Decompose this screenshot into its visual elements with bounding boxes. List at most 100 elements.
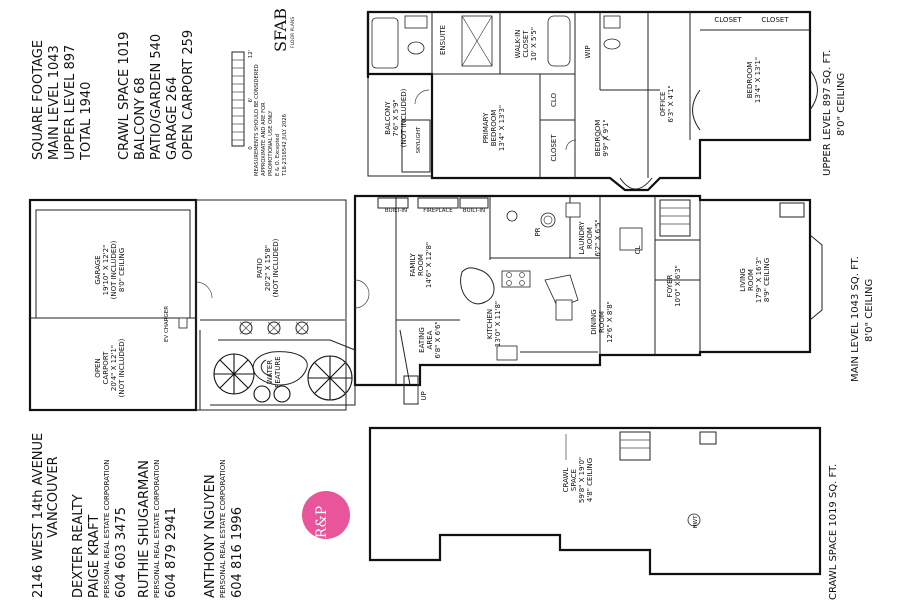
crawl-space-label: CRAWL (562, 468, 570, 493)
main-level-title: MAIN LEVEL 1043 SQ. FT. (850, 256, 861, 382)
primary-bedroom-dim: 13'4" X 13'3" (498, 105, 506, 151)
scale-label-12: 12' (248, 50, 254, 59)
scale-label-0: 0 (248, 146, 254, 150)
family-room-label2: ROOM (417, 254, 425, 276)
scale-label-6: 6' (248, 97, 254, 102)
sqft-main-level: MAIN LEVEL 1043 (47, 45, 62, 160)
balcony-dim: 7'6" X 5'9" (392, 99, 400, 136)
bedroom-mid-label: BEDROOM (594, 120, 602, 157)
garage-dim: 19'10" X 12'2" (102, 245, 110, 296)
closet-a-label: CLOSET (550, 134, 558, 162)
closet-top-label: CLOSET (714, 16, 742, 24)
carport-note: (NOT INCLUDED) (118, 338, 126, 397)
laundry-dim: 6'2" X 6'5" (594, 219, 602, 256)
balcony-label: BALCONY (384, 101, 392, 135)
garage-ceiling: 8'0" CEILING (118, 248, 126, 292)
walkin-dim: 10' X 5'5" (530, 27, 538, 61)
sqft-balcony: BALCONY 68 (133, 77, 148, 160)
foyer-dim: 10'0" X 6'3" (674, 265, 682, 307)
kitchen-label: KITCHEN (486, 309, 494, 339)
water-feature-label2: FEATURE (274, 356, 282, 387)
garage-label: GARAGE (94, 255, 102, 284)
patio-note: (NOT INCLUDED) (272, 238, 280, 297)
built-in-label-2: BUILT-IN (463, 208, 485, 214)
carport-label: OPEN (94, 358, 102, 377)
eating-area-label: EATING (418, 327, 426, 353)
agent-3-name: ANTHONY NGUYEN (203, 474, 218, 598)
rp-logo-icon (302, 491, 350, 539)
crawl-space-plan (368, 426, 822, 576)
brokerage-name: DEXTER REALTY (71, 494, 86, 598)
sqft-crawl: CRAWL SPACE 1019 (117, 32, 132, 160)
carport-label2: CARPORT (102, 351, 110, 385)
family-room-dim: 14'6" X 12'8" (425, 242, 433, 288)
office-label: OFFICE (659, 92, 667, 117)
main-level-plan (353, 194, 823, 405)
sqft-heading: SQUARE FOOTAGE (31, 40, 46, 160)
closet-top2-label: CLOSET (761, 16, 789, 24)
walkin-label2: CLOSET (522, 30, 530, 58)
kitchen-dim: 13'0" X 11'8" (494, 301, 502, 347)
upper-level-plan (366, 10, 818, 192)
office-dim: 6'3" X 4'1" (667, 85, 675, 122)
garage-note: (NOT INCLUDED) (110, 240, 118, 299)
stairs-up-label: UP (420, 391, 428, 400)
living-room-label: LIVING (739, 268, 747, 291)
agent-1-phone: 604 603 3475 (114, 507, 129, 598)
address-line2: VANCOUVER (46, 456, 61, 538)
agent-1-title: PERSONAL REAL ESTATE CORPORATION (103, 460, 111, 598)
fireplace-label: FIREPLACE (423, 208, 453, 214)
disclaimer-line1: MEASUREMENTS SHOULD BE CONSIDERED (254, 64, 260, 176)
disclaimer-line2: APPROXIMATE AND ARE FOR (261, 102, 267, 176)
upper-level-title: UPPER LEVEL 897 SQ. FT. (822, 50, 833, 176)
wip-label: WIP (584, 45, 592, 58)
water-feature-label: WATER (266, 360, 274, 384)
hwt-label: HWT (693, 515, 699, 529)
built-in-label: BUILT-IN (385, 208, 407, 214)
sqft-patio-garden: PATIO/GARDEN 540 (149, 34, 164, 160)
agent-2-title: PERSONAL REAL ESTATE CORPORATION (153, 460, 161, 598)
rp-logo-text: R&P (314, 506, 330, 538)
laundry-label: LAUNDRY (578, 221, 586, 255)
living-room-dim: 17'9" X 16'3" (755, 257, 763, 303)
scale-bar (231, 51, 245, 147)
ev-charger-label: EV CHARGER (164, 306, 170, 342)
agent-3-phone: 604 816 1996 (230, 507, 245, 598)
carport-dim: 20'4" X 12'1" (110, 345, 118, 391)
family-room-label: FAMILY (409, 253, 417, 277)
clo-label: CLO (550, 92, 558, 107)
disclaimer-line4: E & O. Excepted (275, 134, 281, 176)
main-level-ceiling: 8'0" CEILING (864, 279, 875, 342)
agent-2-name: RUTHIE SHUGARMAN (137, 460, 152, 598)
crawl-space-label2: SPACE (570, 469, 578, 491)
sfab-logo-sub: FLOOR PLANS (290, 17, 296, 48)
disclaimer-line3: PROMOTIONAL USE ONLY (268, 110, 274, 176)
eating-area-dim: 6'8" X 6'6" (434, 321, 442, 358)
sqft-open-carport: OPEN CARPORT 259 (181, 30, 196, 160)
text-layer: SQUARE FOOTAGE MAIN LEVEL 1043 UPPER LEV… (31, 8, 875, 600)
agent-2-phone: 604 879 2941 (164, 507, 179, 598)
address-line1: 2146 WEST 14th AVENUE (31, 433, 46, 598)
living-room-ceiling: 8'9" CEILING (763, 258, 771, 302)
powder-room-label: PR (534, 227, 542, 236)
primary-bedroom-label2: BEDROOM (490, 110, 498, 147)
bedroom-right-dim: 13'4" X 13'1" (754, 57, 762, 103)
sqft-upper-level: UPPER LEVEL 897 (63, 45, 78, 160)
disclaimer-line5: T18-2316542 JULY 2026 (282, 114, 288, 177)
ensuite-label: ENSUITE (439, 25, 447, 55)
sfab-logo: SFAB (271, 8, 290, 52)
bedroom-right-label: BEDROOM (746, 62, 754, 99)
agent-3-title: PERSONAL REAL ESTATE CORPORATION (219, 460, 227, 598)
bedroom-mid-dim: 9'9" X 9'1" (602, 119, 610, 156)
dining-room-dim: 12'6" X 8'8" (606, 301, 614, 343)
living-room-label2: ROOM (747, 269, 755, 291)
eating-area-label2: AREA (426, 330, 434, 349)
cl-label: CL (634, 246, 642, 255)
walkin-label: WALK-IN (514, 30, 522, 59)
sqft-garage: GARAGE 264 (165, 77, 180, 160)
dining-room-label2: ROOM (598, 311, 606, 333)
upper-level-ceiling: 8'0" CEILING (836, 73, 847, 136)
primary-bedroom-label: PRIMARY (482, 112, 490, 143)
skylight-label: SKYLIGHT (416, 126, 422, 153)
